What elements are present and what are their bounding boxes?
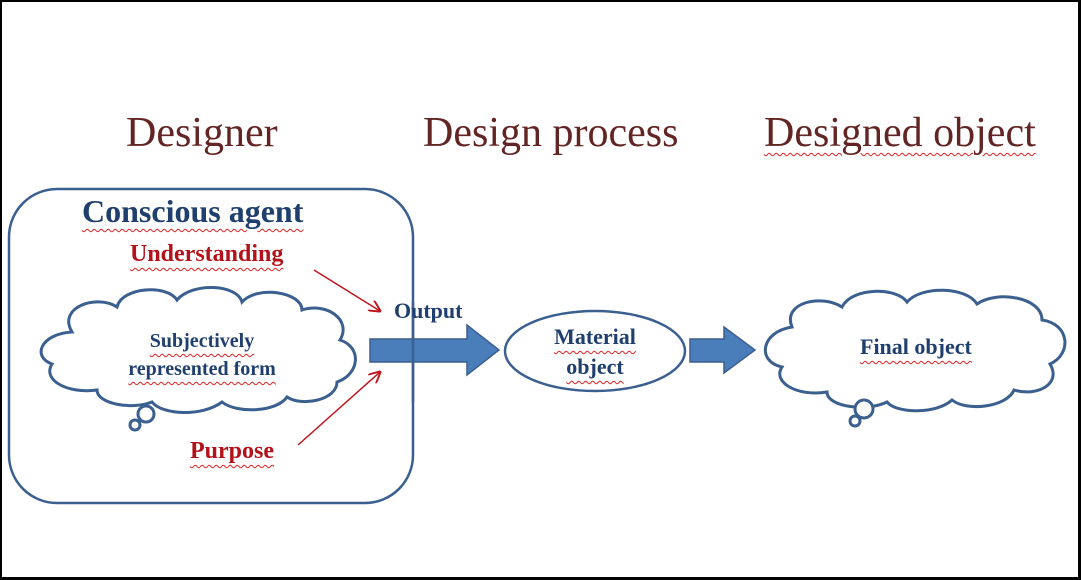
heading-designed-object: Designed object <box>764 112 1036 154</box>
thought-cloud-text: Subjectively represented form <box>92 327 312 383</box>
output-label: Output <box>394 298 463 323</box>
understanding-arrow <box>313 269 380 311</box>
thought-cloud-subjective <box>39 286 357 432</box>
final-object-label: Final object <box>860 334 972 359</box>
material-line-1: Material <box>554 324 636 349</box>
material-object-text: Material object <box>515 322 675 382</box>
understanding-label: Understanding <box>130 241 284 267</box>
heading-designer: Designer <box>126 112 278 154</box>
material-object-ellipse <box>503 309 687 393</box>
heading-designed-object-text: Designed object <box>764 110 1036 156</box>
heading-designer-text: Designer <box>126 110 278 156</box>
purpose-label: Purpose <box>190 438 274 464</box>
thought-cloud-final <box>764 288 1067 428</box>
thought-line-1: Subjectively <box>149 330 255 352</box>
output-arrow <box>369 323 501 377</box>
conscious-agent-title: Conscious agent <box>82 193 304 229</box>
heading-design-process: Design process <box>423 112 678 154</box>
thought-line-2: represented form <box>128 358 276 380</box>
final-arrow <box>689 325 757 375</box>
purpose-arrow <box>297 372 380 446</box>
heading-design-process-text: Design process <box>423 110 679 156</box>
material-line-2: object <box>566 354 624 379</box>
